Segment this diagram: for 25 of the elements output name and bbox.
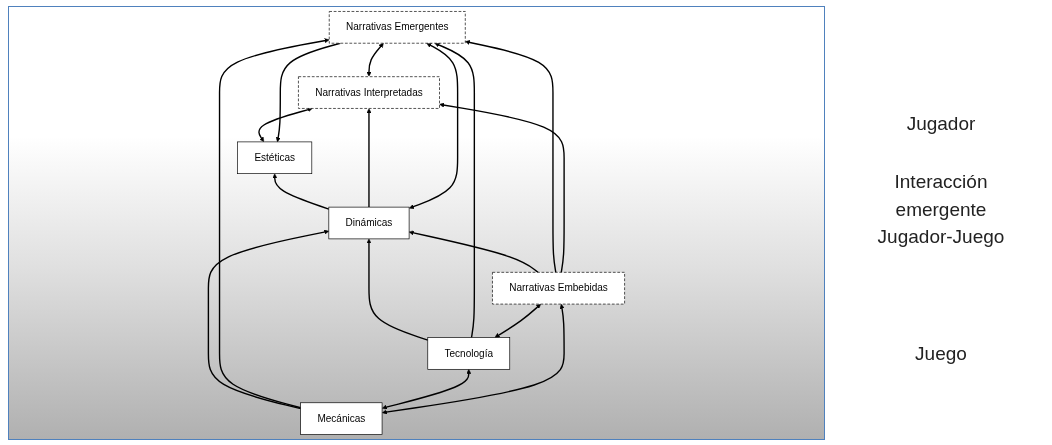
node-box: Narrativas Embebidas	[492, 272, 625, 305]
arrow	[439, 102, 565, 274]
level-label: Jugador	[905, 112, 977, 136]
arrow	[258, 107, 313, 142]
node-box: Dinámicas	[328, 206, 410, 240]
arrow	[494, 303, 541, 338]
arrow	[366, 108, 372, 208]
node-box: Narrativas Interpretadas	[298, 76, 440, 109]
arrow	[382, 369, 472, 410]
arrow	[382, 303, 565, 415]
node-box: Narrativas Emergentes	[328, 11, 466, 44]
arrow	[409, 43, 459, 209]
node-box: Estéticas	[237, 141, 313, 174]
arrow	[218, 38, 330, 409]
level-label: Juego	[914, 342, 968, 366]
arrow	[465, 40, 557, 274]
node-box: Tecnología	[427, 337, 511, 370]
arrow	[366, 43, 384, 77]
arrow	[207, 229, 330, 410]
arrow	[272, 173, 330, 210]
arrow	[408, 230, 539, 274]
level-label: Interacción emergente Jugador-Juego	[876, 170, 1006, 250]
arrow	[366, 238, 429, 341]
node-box: Mecánicas	[300, 402, 383, 435]
arrow	[434, 42, 476, 339]
